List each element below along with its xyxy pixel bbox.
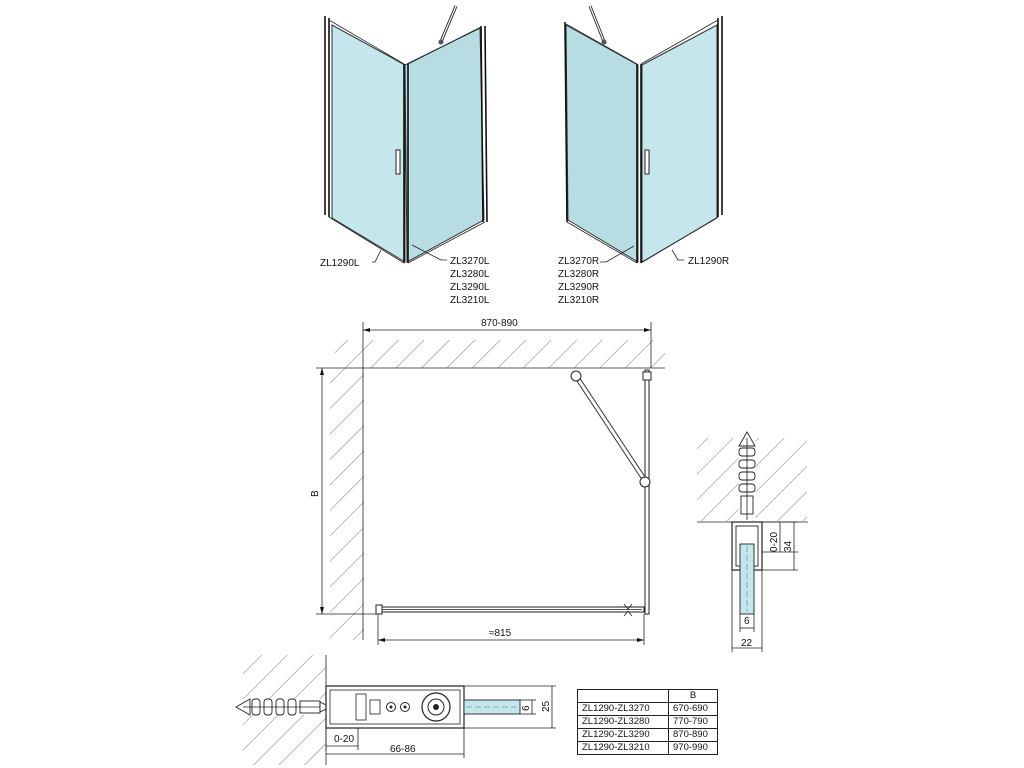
left-panel-label-4: ZL3210L [450, 295, 490, 306]
left-unit-view [324, 5, 488, 264]
right-panel-label-1: ZL3270R [558, 256, 599, 267]
table-header-cell: B [668, 689, 718, 703]
right-panel-label-3: ZL3290R [558, 282, 599, 293]
right-door-label: ZL1290R [688, 256, 729, 267]
table-row: ZL1290-ZL3270 670-690 [577, 702, 718, 716]
plan-door-dimension: ≈815 [489, 628, 512, 639]
bottom-detail-height-dim: 25 [541, 700, 552, 712]
right-detail-adjust-dim: 0-20 [769, 532, 780, 552]
right-panel-label-4: ZL3210R [558, 295, 599, 306]
table-cell-model: ZL1290-ZL3270 [577, 702, 669, 716]
left-door-label: ZL1290L [320, 258, 360, 269]
table-cell-range: 870-890 [668, 728, 718, 742]
left-panel-label-3: ZL3290L [450, 282, 490, 293]
table-cell-range: 970-990 [668, 741, 718, 755]
table-cell-range: 670-690 [668, 702, 718, 716]
left-panel-label-1: ZL3270L [450, 256, 490, 267]
bottom-detail-glass-dim: 6 [521, 705, 532, 711]
table-header-row: B [577, 689, 718, 703]
bottom-detail-range-dim: 66-86 [390, 744, 416, 755]
table-row: ZL1290-ZL3210 970-990 [577, 741, 718, 755]
table-cell-model: ZL1290-ZL3210 [577, 741, 669, 755]
bottom-detail-adjust-dim: 0-20 [334, 734, 354, 745]
right-detail [697, 431, 808, 652]
right-panel-label-2: ZL3280R [558, 269, 599, 280]
right-detail-width-dim: 22 [741, 638, 753, 649]
right-detail-total-dim: 34 [783, 540, 794, 552]
table-row: ZL1290-ZL3290 870-890 [577, 728, 718, 742]
size-table: B ZL1290-ZL3270 670-690 ZL1290-ZL3280 77… [577, 689, 718, 755]
left-panel-label-2: ZL3280L [450, 269, 490, 280]
table-header-cell [577, 689, 669, 703]
table-cell-model: ZL1290-ZL3290 [577, 728, 669, 742]
table-cell-model: ZL1290-ZL3280 [577, 715, 669, 729]
bottom-detail [235, 655, 556, 765]
right-detail-glass-dim: 6 [744, 616, 750, 627]
table-row: ZL1290-ZL3280 770-790 [577, 715, 718, 729]
plan-view [316, 322, 665, 645]
plan-depth-dimension: B [310, 490, 321, 497]
plan-width-dimension: 870-890 [481, 318, 518, 329]
right-unit-view [564, 5, 723, 264]
table-cell-range: 770-790 [668, 715, 718, 729]
